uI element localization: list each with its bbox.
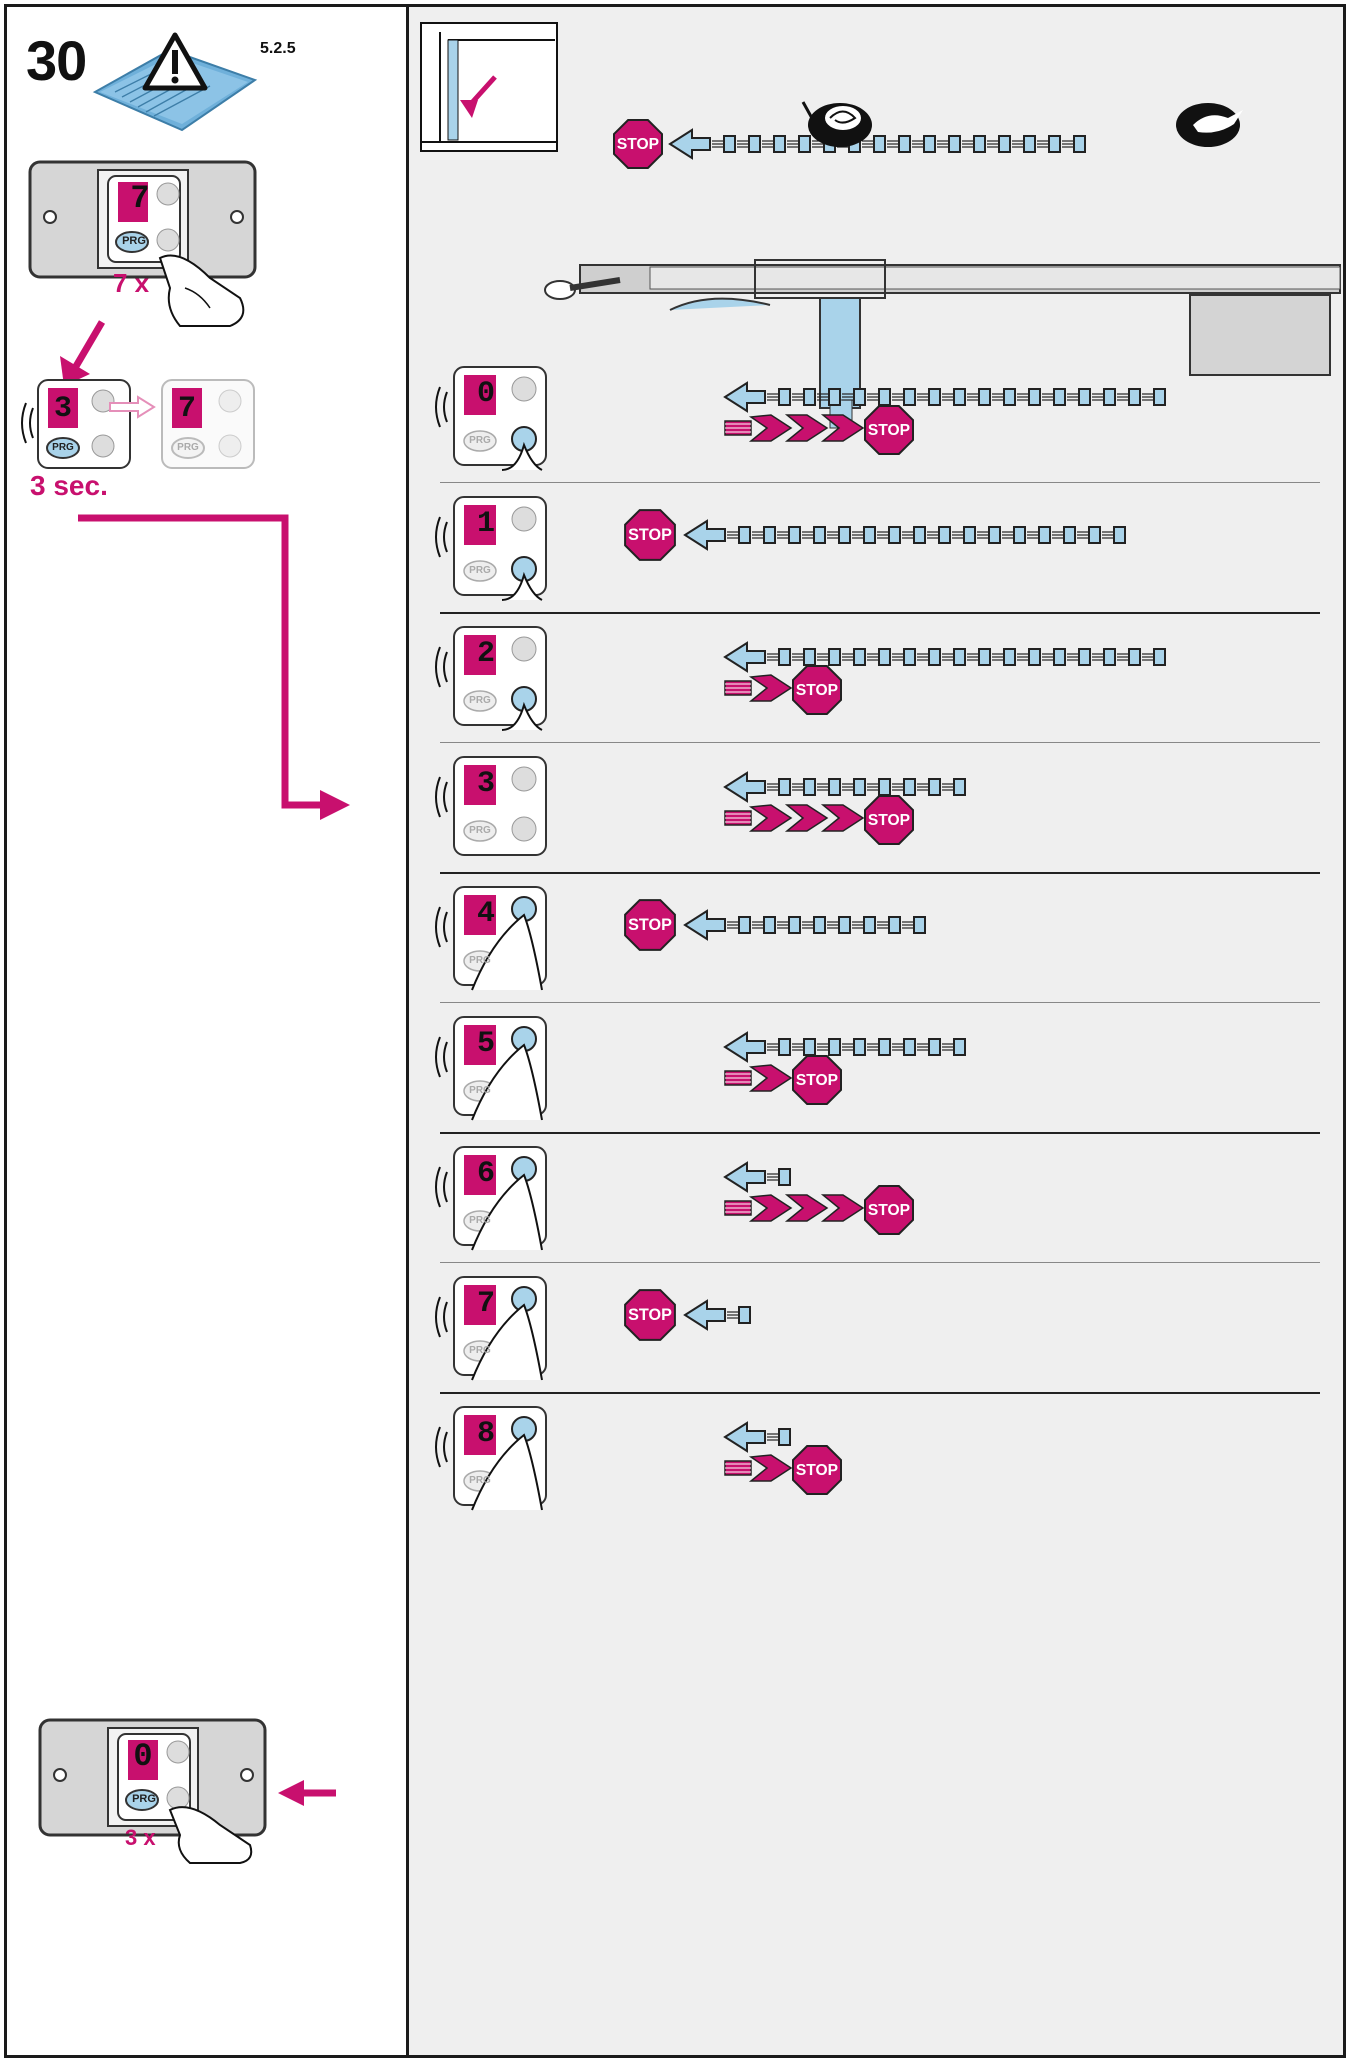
level-digit: 4 [476,897,495,931]
level-panel-4 [435,886,547,991]
entry-arrow-icon [60,320,106,386]
stop-sign-icon: STOP [864,1185,914,1235]
level-digit: 2 [476,637,495,671]
level-motion-1: STOP [624,509,1126,561]
level-prg-label[interactable]: PRG [469,1345,491,1356]
level-panel-0 [435,366,547,471]
stop-sign-icon: STOP [792,1445,842,1495]
level-digit: 5 [476,1027,495,1061]
stop-sign-icon: STOP [792,665,842,715]
figure-frame [4,4,1346,2058]
exit-press-label: 3 x [125,1825,156,1850]
level-panel-6 [435,1146,547,1251]
svg-text:STOP: STOP [868,812,910,829]
exit-arrow-icon [278,1780,336,1806]
level-prg-label[interactable]: PRG [469,1215,491,1226]
display-enter-from-digit: 3 [53,392,72,426]
row-separator [440,872,1320,874]
svg-text:STOP: STOP [628,916,672,934]
level-motion-0: STOP [723,381,1166,455]
row-separator [440,1002,1320,1003]
stop-sign-icon: STOP [864,795,914,845]
level-digit: 6 [476,1157,495,1191]
hold-duration-label: 3 sec. [30,470,108,501]
row-separator [440,1132,1320,1134]
row-separator [440,612,1320,614]
level-panel-3 [435,756,547,856]
svg-text:STOP: STOP [628,1306,672,1324]
level-prg-label[interactable]: PRG [469,1085,491,1096]
level-digit: 3 [476,767,495,801]
stop-sign-icon: STOP [624,1289,676,1341]
left-pane [7,7,406,2055]
level-motion-2: STOP [723,641,1166,715]
display-enter-to-digit: 7 [177,392,196,426]
prg-button-enter[interactable]: PRG [52,442,74,453]
right-pane [409,7,1343,2055]
level-panel-7 [435,1276,547,1381]
stop-sign-icon: STOP [864,405,914,455]
row-separator [440,482,1320,483]
level-panel-5 [435,1016,547,1121]
level-motion-4: STOP [624,899,926,951]
rabbit-icon [1176,103,1243,147]
control-panel-top [28,160,257,279]
warning-manual-icon [92,32,258,132]
svg-text:STOP: STOP [628,526,672,544]
row-separator [440,742,1320,743]
svg-text:STOP: STOP [868,422,910,439]
level-motion-8: STOP [723,1421,842,1495]
level-motion-7: STOP [624,1289,751,1341]
stop-sign-icon: STOP [624,899,676,951]
level-prg-label[interactable]: PRG [469,955,491,966]
rail-mechanism [544,259,1341,429]
pane-divider [406,4,409,2058]
svg-text:STOP: STOP [796,1462,838,1479]
routing-arrow-icon [78,514,350,820]
level-digit: 0 [476,377,495,411]
door-corner-icon [420,22,558,152]
speed-chain-top: STOP [613,119,1086,169]
level-prg-label[interactable]: PRG [469,825,491,836]
stop-sign-icon: STOP [792,1055,842,1105]
press-count-label: 7 x [113,268,150,298]
figure-number: 30 [26,29,87,92]
level-prg-label[interactable]: PRG [469,695,491,706]
row-separator [440,1262,1320,1263]
stop-sign-icon: STOP [624,509,676,561]
svg-text:STOP: STOP [617,136,659,153]
snail-icon [801,101,872,147]
level-digit: 1 [476,507,495,541]
level-motion-6: STOP [723,1161,914,1235]
level-prg-label[interactable]: PRG [469,565,491,576]
level-panel-1 [435,496,547,601]
level-panel-8 [435,1406,547,1511]
level-prg-label[interactable]: PRG [469,435,491,446]
prg-button-top[interactable]: PRG [122,235,146,247]
level-digit: 8 [476,1417,495,1451]
transition-arrow-icon [109,395,156,419]
prg-button-exit[interactable]: PRG [132,1793,156,1805]
panel-enter-from [21,379,131,469]
svg-text:STOP: STOP [796,1072,838,1089]
control-panel-bottom [38,1718,267,1837]
display-exit-digit: 0 [133,1738,153,1775]
level-prg-label[interactable]: PRG [469,1475,491,1486]
level-motion-3: STOP [723,771,966,845]
stop-sign-top: STOP [613,119,663,169]
prg-button-enter-faded[interactable]: PRG [177,442,199,453]
hand-press-icon [158,254,245,327]
display-top-digit: 7 [130,180,150,217]
svg-text:STOP: STOP [796,682,838,699]
row-separator [440,1392,1320,1394]
manual-reference: 5.2.5 [260,40,296,57]
level-motion-5: STOP [723,1031,966,1105]
panel-enter-to [161,379,255,469]
level-panel-2 [435,626,547,731]
level-digit: 7 [476,1287,495,1321]
svg-text:STOP: STOP [868,1202,910,1219]
hand-press-exit-icon [168,1806,253,1864]
